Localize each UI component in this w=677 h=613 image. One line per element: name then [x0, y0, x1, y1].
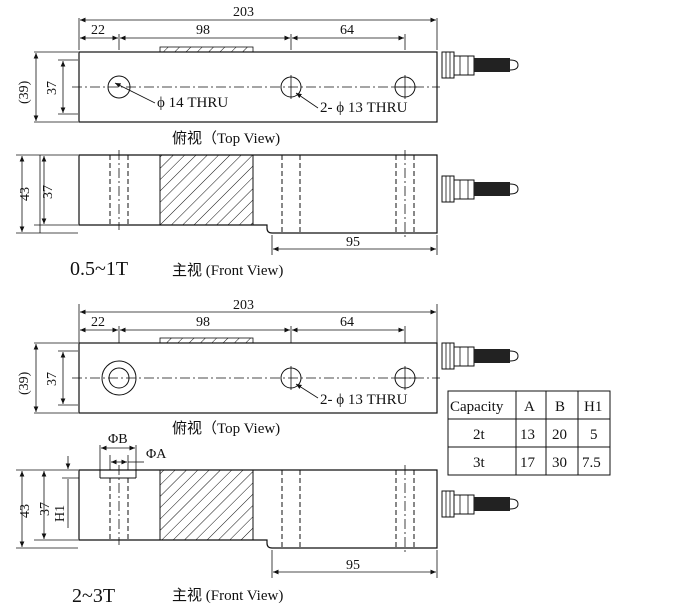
top-view-2-dimensions: 203 22 98 64 (39) 37 — [17, 298, 438, 414]
table-header-h1: H1 — [584, 399, 602, 415]
dim-total-length-2: 203 — [233, 298, 254, 313]
capacity-table: Capacity A B H1 2t 13 20 5 3t 17 30 7.5 — [447, 390, 611, 476]
dim-mid-span: 98 — [196, 23, 210, 38]
model-label-large: 2~3T — [72, 585, 115, 607]
table-cell: 17 — [520, 455, 536, 471]
dim-height-inner: 37 — [45, 81, 60, 95]
front-view-1: 43 37 95 — [16, 150, 438, 255]
top-view-1-dimensions: 203 22 98 64 (39) 37 — [17, 5, 438, 123]
dim-height-front-2: 43 — [18, 504, 33, 518]
callout-hole-pair: 2- ϕ 13 THRU — [320, 100, 408, 116]
dim-left-offset-2: 22 — [91, 315, 105, 330]
callout-hole-large: ϕ 14 THRU — [157, 95, 228, 111]
connector-top-2 — [441, 342, 519, 370]
top-view-2-body: 2- ϕ 13 THRU — [72, 337, 440, 414]
top-view-1-body: ϕ 14 THRU 2- ϕ 13 THRU — [72, 46, 440, 123]
front-view-2-label: 主视 (Front View) — [172, 587, 283, 604]
table-cell: 13 — [520, 427, 535, 443]
dim-phi-b: ΦB — [108, 432, 128, 447]
front-view-2: ΦB ΦA 43 37 H1 — [16, 432, 438, 578]
dim-height-inner-front-1: 37 — [41, 185, 56, 199]
dim-height-outer-2: (39) — [17, 371, 32, 395]
dim-bottom-span-1: 95 — [346, 235, 360, 250]
section-small: 203 22 98 64 (39) 37 — [16, 5, 519, 280]
hole-large — [107, 75, 131, 99]
table-header-capacity: Capacity — [450, 399, 504, 415]
dim-phi-a: ΦA — [146, 447, 167, 462]
table-cell: 7.5 — [582, 455, 601, 471]
table-header-a: A — [524, 399, 535, 415]
connector-top-1 — [441, 51, 519, 79]
dim-height-inner-front-2: 37 — [38, 502, 53, 516]
front-view-1-label: 主视 (Front View) — [172, 262, 283, 279]
top-view-1-label: 俯视（Top View) — [172, 130, 280, 147]
counterbore-outer — [101, 360, 137, 396]
table-cell: 5 — [590, 427, 598, 443]
dim-h1: H1 — [53, 505, 68, 522]
model-label-small: 0.5~1T — [70, 258, 128, 280]
top-view-2-label: 俯视（Top View) — [172, 420, 280, 437]
section-large: 203 22 98 64 (39) 37 — [16, 298, 611, 607]
dim-right-span: 64 — [340, 23, 354, 38]
table-cell: 30 — [552, 455, 567, 471]
dim-left-offset: 22 — [91, 23, 105, 38]
table-cell: 20 — [552, 427, 567, 443]
dim-bottom-span-2: 95 — [346, 558, 360, 573]
connector-front-1 — [441, 175, 519, 203]
dim-mid-span-2: 98 — [196, 315, 210, 330]
connector-front-2 — [441, 490, 519, 518]
table-cell: 2t — [473, 427, 486, 443]
table-cell: 3t — [473, 455, 486, 471]
dim-total-length: 203 — [233, 5, 254, 20]
dim-right-span-2: 64 — [340, 315, 354, 330]
dim-height-inner-2: 37 — [45, 372, 60, 386]
dim-height-outer: (39) — [17, 80, 32, 104]
dim-height-front-1: 43 — [18, 187, 33, 201]
table-header-b: B — [555, 399, 565, 415]
counterbore-inner — [108, 367, 130, 389]
callout-hole-pair-2: 2- ϕ 13 THRU — [320, 392, 408, 408]
